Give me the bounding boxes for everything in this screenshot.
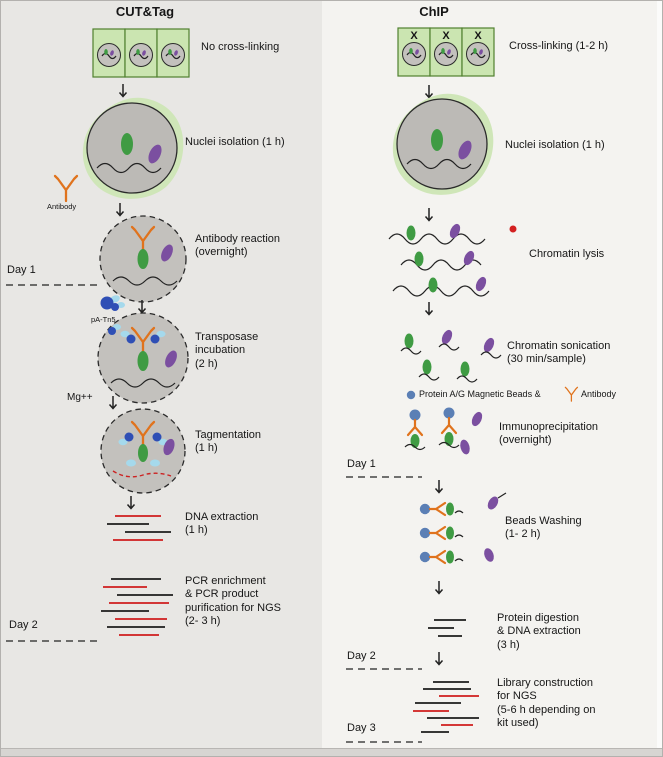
crosslink-x-icon: X	[474, 30, 482, 42]
cuttag-title: CUT&Tag	[115, 4, 175, 19]
label-transposase: Transposase incubation (2 h)	[195, 331, 259, 370]
label-pcr: PCR enrichment & PCR product purificatio…	[185, 575, 281, 628]
label-mg: Mg++	[67, 392, 93, 403]
crosslink-x-icon: X	[410, 30, 418, 42]
pcr-product-icon	[101, 578, 173, 636]
arrow-down-icon	[108, 395, 118, 410]
label-day2-cuttag: Day 2	[9, 619, 38, 631]
arrow-down-icon	[126, 495, 136, 510]
label-day1-chip: Day 1	[347, 458, 376, 470]
arrow-down-icon	[434, 580, 444, 595]
immunoprecipitation-icon	[404, 407, 483, 455]
label-legend-beads: Protein A/G Magnetic Beads &	[419, 389, 541, 399]
cuttag-cells-icon	[92, 28, 190, 78]
label-dna-extraction: DNA extraction (1 h)	[185, 511, 259, 537]
chip-nucleus-icon	[392, 93, 494, 196]
magnetic-bead-legend-icon	[406, 390, 416, 400]
label-no-crosslinking: No cross-linking	[201, 41, 280, 53]
tagmentation-stage-icon	[100, 408, 186, 494]
arrow-down-icon	[424, 301, 434, 316]
bottom-scrollbar-track	[1, 748, 662, 756]
antibody-reaction-stage-icon	[99, 215, 187, 303]
label-nuclei-isolation-chip: Nuclei isolation (1 h)	[505, 139, 605, 151]
library-dna-icon	[413, 681, 479, 733]
label-day1-cuttag: Day 1	[7, 264, 36, 276]
antibody-legend-icon	[564, 386, 579, 402]
label-protein-digestion: Protein digestion & DNA extraction (3 h)	[497, 612, 581, 651]
red-dot-icon	[509, 225, 517, 233]
antibody-icon	[53, 174, 79, 203]
label-library: Library construction for NGS (5-6 h depe…	[497, 677, 596, 730]
label-antibody: Antibody	[47, 202, 77, 211]
label-sonication: Chromatin sonication (30 min/sample)	[507, 340, 611, 366]
label-day3-chip: Day 3	[347, 722, 376, 734]
label-chromatin-lysis: Chromatin lysis	[529, 248, 605, 260]
label-antibody-reaction: Antibody reaction (overnight)	[195, 233, 280, 259]
label-pa-tn5: pA-Tn5	[91, 315, 116, 324]
label-tagmentation: Tagmentation (1 h)	[195, 429, 262, 455]
pa-tn5-icon	[100, 295, 125, 311]
label-legend-antibody: Antibody	[581, 389, 617, 399]
label-beads-washing: Beads Washing (1- 2 h)	[505, 515, 582, 541]
arrow-down-icon	[434, 479, 444, 494]
cuttag-nucleus-icon	[82, 97, 184, 200]
arrow-down-icon	[424, 207, 434, 222]
arrow-down-icon	[424, 84, 434, 99]
chip-title: ChIP	[419, 4, 449, 19]
arrow-down-icon	[118, 83, 128, 98]
label-nuclei-isolation-cuttag: Nuclei isolation (1 h)	[185, 136, 285, 148]
transposase-stage-icon	[97, 312, 189, 404]
digested-dna-icon	[428, 619, 466, 637]
arrow-down-icon	[115, 202, 125, 217]
label-crosslinking: Cross-linking (1-2 h)	[509, 40, 609, 52]
label-immunoprecipitation: Immunoprecipitation (overnight)	[499, 421, 599, 447]
chromatin-lysis-icon	[388, 223, 517, 297]
crosslink-x-icon: X	[442, 30, 450, 42]
label-day2-chip: Day 2	[347, 650, 376, 662]
arrow-down-icon	[434, 651, 444, 666]
right-edge-strip	[657, 1, 662, 748]
beads-washing-icon	[419, 492, 507, 565]
dna-extraction-icon	[107, 515, 171, 541]
chromatin-sonication-icon	[400, 329, 502, 383]
